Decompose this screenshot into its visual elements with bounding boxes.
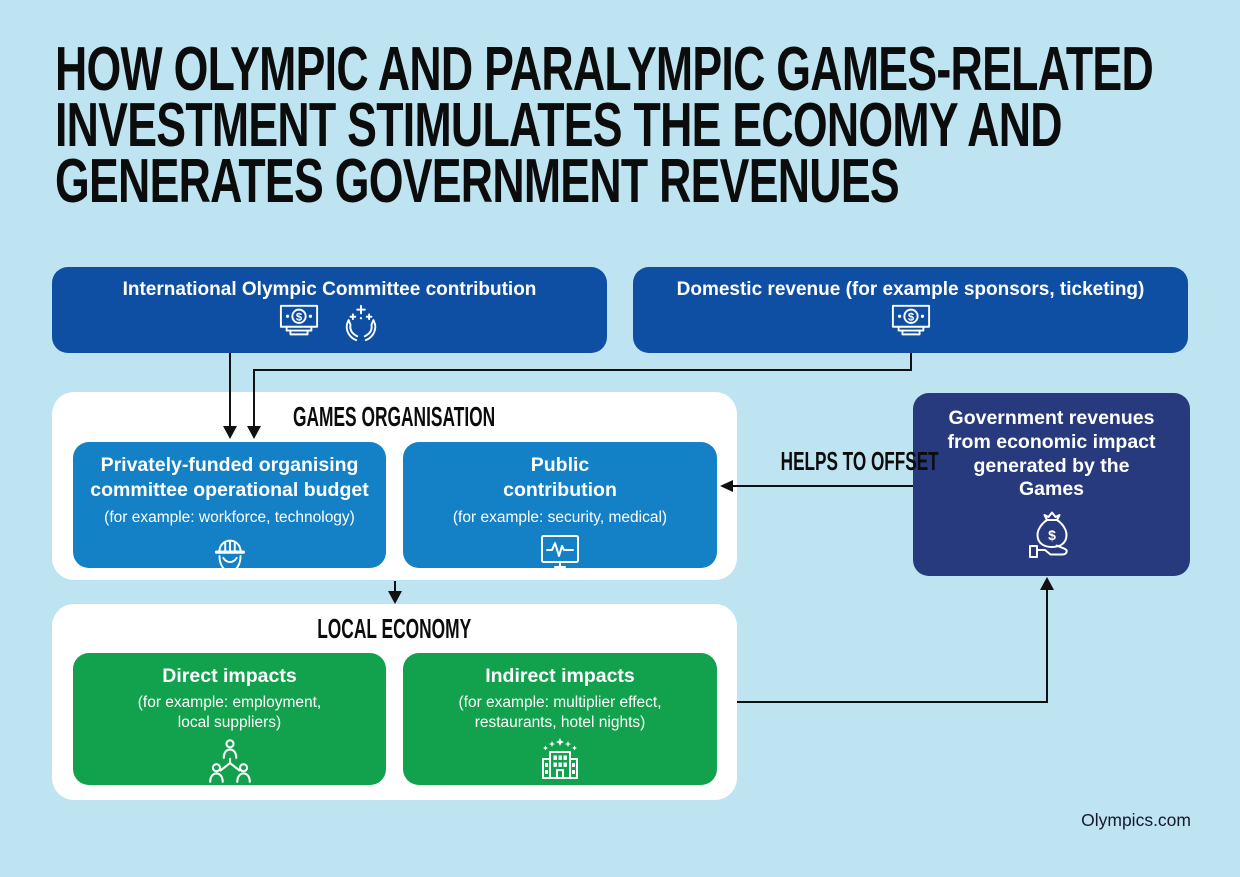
people-network-icon xyxy=(205,737,255,785)
public-contribution-title: Public contribution xyxy=(503,454,617,502)
government-revenues-label: Government revenues from economic impact… xyxy=(947,407,1156,501)
arrowhead-ioc-to-private xyxy=(223,426,237,439)
private-budget-card: Privately-funded organising committee op… xyxy=(73,442,386,572)
hotel-icon xyxy=(534,737,586,783)
public-contribution-subtitle: (for example: security, medical) xyxy=(452,508,668,526)
games-organisation-panel: GAMES ORGANISATION Privately-funded orga… xyxy=(52,392,737,580)
direct-impacts-title: Direct impacts xyxy=(162,665,297,687)
domestic-revenue-label: Domestic revenue (for example sponsors, … xyxy=(676,279,1145,300)
arrowhead-government-to-public xyxy=(720,480,733,492)
ioc-contribution-box: International Olympic Committee contribu… xyxy=(52,267,607,353)
local-economy-panel: LOCAL ECONOMY Direct impacts (for exampl… xyxy=(52,604,737,800)
indirect-impacts-subtitle: (for example: multiplier effect, restaur… xyxy=(458,694,662,732)
banknote-icon: $ xyxy=(888,302,934,342)
government-revenues-card: Government revenues from economic impact… xyxy=(913,393,1190,576)
direct-impacts-card: Direct impacts (for example: employment,… xyxy=(73,653,386,785)
connector-domestic-down xyxy=(910,353,912,371)
credit-text: Olympics.com xyxy=(1081,810,1191,830)
giving-hands-icon xyxy=(338,302,384,342)
domestic-icon-row: $ xyxy=(888,302,934,342)
private-budget-subtitle: (for example: workforce, technology) xyxy=(104,508,355,526)
arrowhead-domestic-to-private xyxy=(247,426,261,439)
direct-impacts-subtitle: (for example: employment, local supplier… xyxy=(137,694,322,732)
connector-local-to-government-horizontal xyxy=(737,701,1048,703)
indirect-impacts-title: Indirect impacts xyxy=(485,665,635,687)
page-title-line-2: INVESTMENT STIMULATES THE ECONOMY AND xyxy=(55,91,1062,160)
connector-ioc-to-private xyxy=(229,353,231,426)
ioc-icon-row: $ xyxy=(276,302,384,342)
connector-games-to-local xyxy=(394,581,396,592)
page-title: HOW OLYMPIC AND PARALYMPIC GAMES-RELATED… xyxy=(55,35,1240,216)
page-title-line-3: GENERATES GOVERNMENT REVENUES xyxy=(55,147,900,216)
indirect-impacts-card: Indirect impacts (for example: multiplie… xyxy=(403,653,717,785)
arrowhead-games-to-local xyxy=(388,591,402,604)
private-budget-title: Privately-funded organising committee op… xyxy=(90,454,369,502)
connector-local-to-government-vertical xyxy=(1046,590,1048,703)
connector-domestic-to-private xyxy=(253,369,255,426)
svg-text:$: $ xyxy=(1048,527,1056,543)
connector-domestic-horizontal xyxy=(253,369,912,371)
svg-text:$: $ xyxy=(907,312,914,324)
local-economy-heading: LOCAL ECONOMY xyxy=(317,613,472,644)
banknote-icon: $ xyxy=(276,302,322,342)
helps-to-offset-label: HELPS TO OFFSET xyxy=(780,446,939,476)
public-contribution-card: Public contribution (for example: securi… xyxy=(403,442,717,572)
ioc-contribution-label: International Olympic Committee contribu… xyxy=(122,279,537,300)
connector-government-to-public xyxy=(733,485,913,487)
svg-text:$: $ xyxy=(295,312,302,324)
monitor-pulse-icon xyxy=(537,532,583,574)
hard-hat-icon xyxy=(208,532,252,576)
money-bag-hand-icon: $ xyxy=(1024,506,1080,560)
domestic-revenue-box: Domestic revenue (for example sponsors, … xyxy=(633,267,1188,353)
arrowhead-local-to-government xyxy=(1040,577,1054,590)
page-title-line-1: HOW OLYMPIC AND PARALYMPIC GAMES-RELATED xyxy=(55,35,1154,104)
games-organisation-heading: GAMES ORGANISATION xyxy=(293,401,496,432)
